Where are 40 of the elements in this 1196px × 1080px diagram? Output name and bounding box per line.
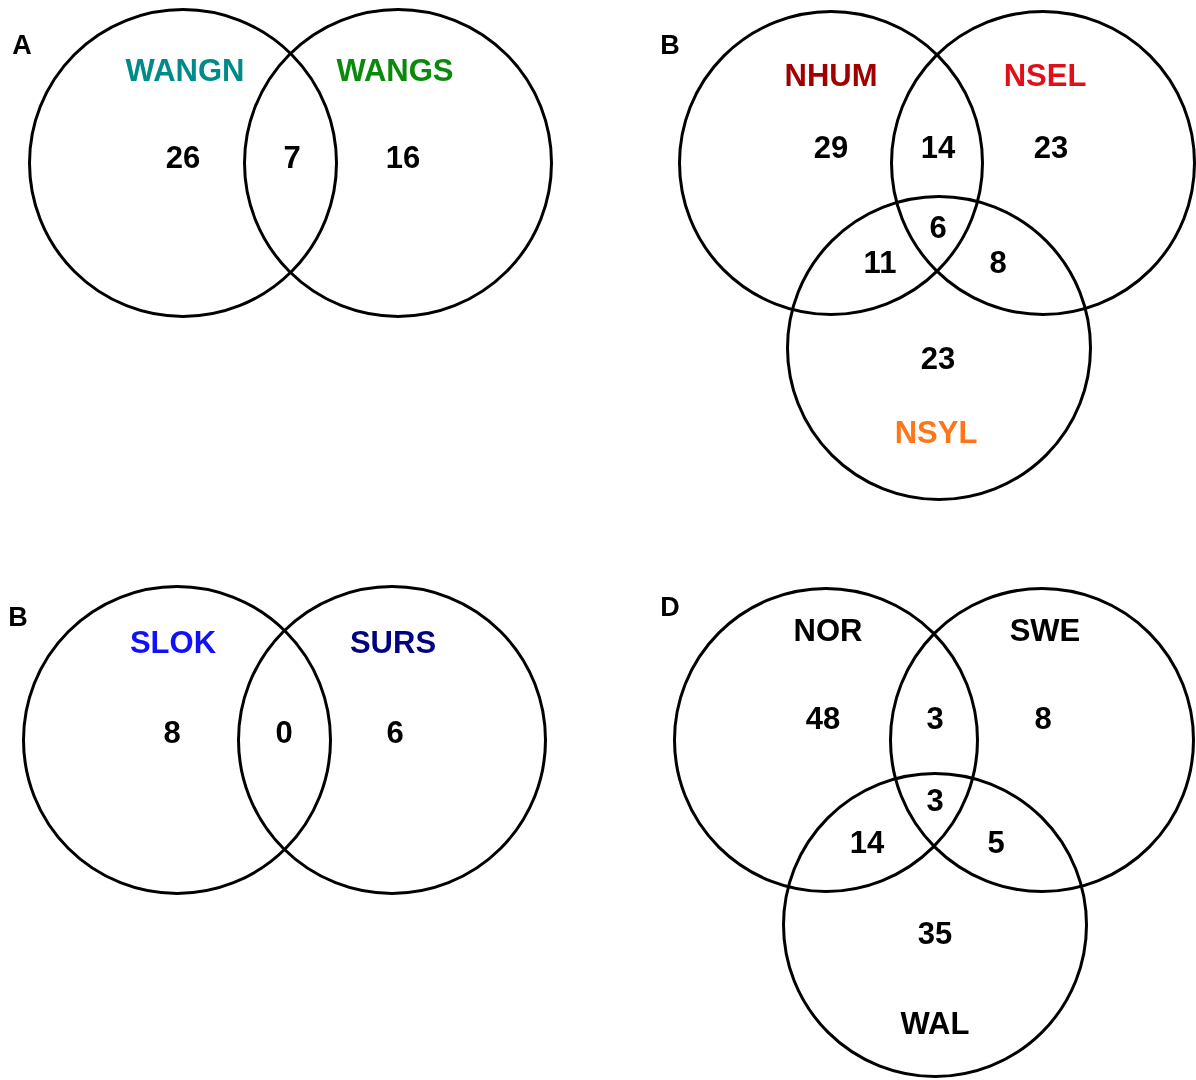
count-value: 48 [805,702,841,734]
set-name: NHUM [784,59,878,91]
set-name: WAL [900,1007,970,1039]
set-name: SLOK [129,626,217,658]
count-value: 11 [863,246,897,278]
count-value: 23 [1033,131,1069,163]
count-value: 0 [275,716,293,748]
panel-letter: B [8,603,28,631]
count-value: 23 [920,342,956,374]
panel-letter: A [12,31,32,59]
panel-letter: D [660,593,680,621]
count-value: 14 [849,826,885,858]
set-name: SURS [349,626,437,658]
set-name: NOR [793,614,863,646]
count-value: 8 [163,716,181,748]
count-value: 8 [989,246,1007,278]
count-value: 14 [920,131,956,163]
count-value: 6 [386,716,404,748]
set-circle [243,8,553,318]
count-value: 29 [813,131,849,163]
set-name: WANGS [336,54,454,86]
count-value: 3 [926,702,944,734]
count-value: 5 [987,826,1005,858]
count-value: 8 [1034,702,1052,734]
panel-letter: B [660,31,680,59]
count-value: 35 [917,917,953,949]
count-value: 6 [929,211,947,243]
count-value: 3 [926,784,944,816]
set-name: SWE [1009,614,1081,646]
set-name: NSYL [894,416,978,448]
count-value: 7 [283,141,301,173]
count-value: 16 [385,141,421,173]
set-circle [889,587,1195,893]
set-name: WANGN [125,54,245,86]
set-circle [786,195,1092,501]
count-value: 26 [165,141,201,173]
set-circle [782,772,1088,1078]
set-circle [678,10,984,316]
set-name: NSEL [1003,59,1087,91]
set-circle [237,585,547,895]
